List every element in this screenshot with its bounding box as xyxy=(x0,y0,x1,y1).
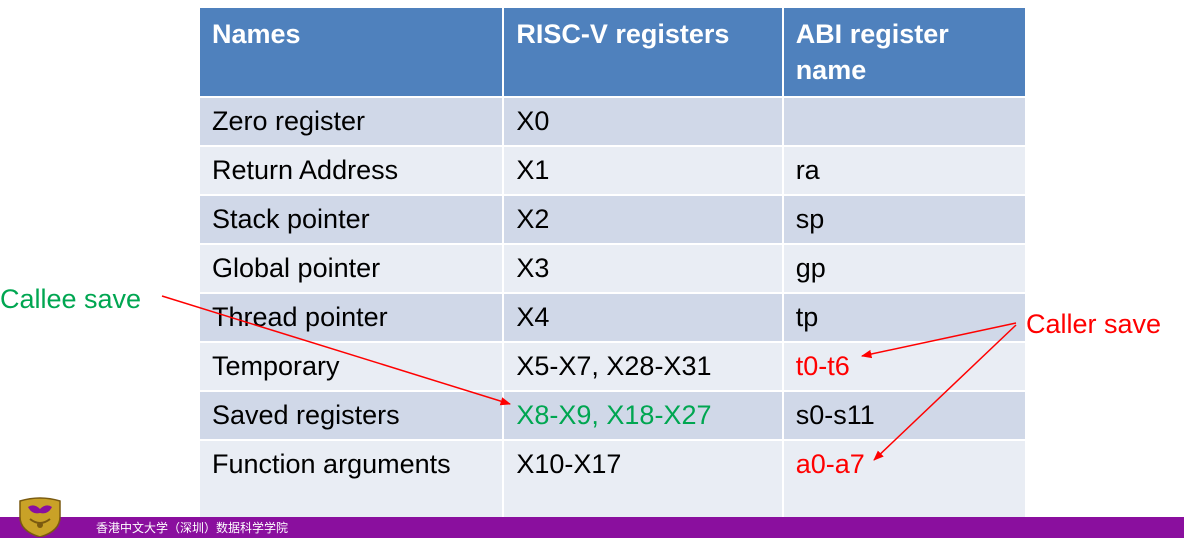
cell-name: Thread pointer xyxy=(200,294,505,343)
cell-abi xyxy=(783,98,1025,147)
cell-register: X1 xyxy=(504,147,784,196)
university-emblem-icon xyxy=(19,497,61,537)
table-row: Function arguments X10-X17 a0-a7 xyxy=(200,441,1025,525)
cell-abi: tp xyxy=(783,294,1025,343)
cell-name: Function arguments xyxy=(200,441,505,525)
table-row: Temporary X5-X7, X28-X31 t0-t6 xyxy=(200,343,1025,392)
table-row: Global pointer X3 gp xyxy=(200,245,1025,294)
table-row: Zero register X0 xyxy=(200,98,1025,147)
cell-register-callee-saved: X8-X9, X18-X27 xyxy=(504,392,784,441)
cell-abi: gp xyxy=(783,245,1025,294)
table-row: Return Address X1 ra xyxy=(200,147,1025,196)
cell-register: X4 xyxy=(504,294,784,343)
table-header-row: Names RISC-V registers ABI register name xyxy=(200,8,1025,98)
table-row: Thread pointer X4 tp xyxy=(200,294,1025,343)
cell-abi: ra xyxy=(783,147,1025,196)
callee-save-label: Callee save xyxy=(0,284,142,314)
cell-abi-caller-temp: t0-t6 xyxy=(783,343,1025,392)
header-names: Names xyxy=(200,8,505,98)
cell-register: X5-X7, X28-X31 xyxy=(504,343,784,392)
cell-abi: sp xyxy=(783,196,1025,245)
caller-save-label: Caller save xyxy=(1026,309,1162,339)
cell-name: Return Address xyxy=(200,147,505,196)
cell-register: X2 xyxy=(504,196,784,245)
cell-register: X0 xyxy=(504,98,784,147)
table-row: Stack pointer X2 sp xyxy=(200,196,1025,245)
cell-name: Stack pointer xyxy=(200,196,505,245)
cell-name: Saved registers xyxy=(200,392,505,441)
table-row: Saved registers X8-X9, X18-X27 s0-s11 xyxy=(200,392,1025,441)
footer-bar xyxy=(0,517,1184,538)
register-table: Names RISC-V registers ABI register name… xyxy=(200,8,1025,525)
cell-register: X3 xyxy=(504,245,784,294)
cell-abi: s0-s11 xyxy=(783,392,1025,441)
cell-name: Zero register xyxy=(200,98,505,147)
header-riscv-registers: RISC-V registers xyxy=(504,8,784,98)
cell-abi-caller-args: a0-a7 xyxy=(783,441,1025,525)
cell-name: Global pointer xyxy=(200,245,505,294)
cell-register: X10-X17 xyxy=(504,441,784,525)
footer-institution-name: 香港中文大学（深圳）数据科学学院 xyxy=(96,521,289,535)
header-abi-name: ABI register name xyxy=(783,8,1025,98)
cell-name: Temporary xyxy=(200,343,505,392)
